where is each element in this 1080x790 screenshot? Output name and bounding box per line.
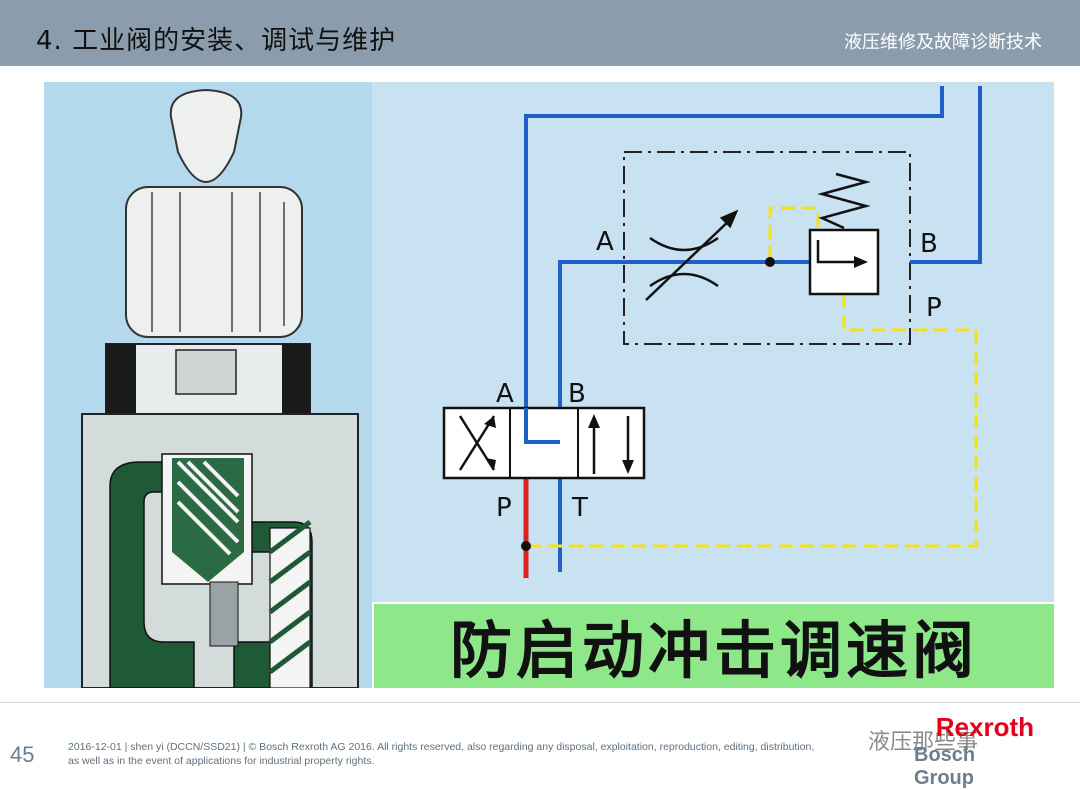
bosch-group-text: Bosch Group <box>914 744 976 789</box>
pressure-compensator <box>808 172 880 296</box>
slide-title: 4. 工业阀的安装、调试与维护 <box>36 26 397 56</box>
port-label-a-valve: A <box>496 379 514 409</box>
schematic-panel <box>372 82 1054 602</box>
brand-logo: Rexroth Bosch Group <box>914 712 1064 789</box>
wechat-watermark: 液压那些事 <box>868 730 979 755</box>
adjustment-knob <box>125 88 303 338</box>
footer-divider <box>0 702 1080 703</box>
valve-enclosure <box>623 151 911 345</box>
port-label-t-valve: T <box>571 493 588 523</box>
rexroth-logo-text: Rexroth <box>935 712 1034 742</box>
caption-box <box>374 604 1054 688</box>
valve-body <box>81 413 359 688</box>
course-title: 液压维修及故障诊断技术 <box>844 32 1042 53</box>
directional-valve <box>442 406 646 480</box>
port-label-a-top: A <box>596 227 614 257</box>
valve-bonnet <box>105 343 311 415</box>
throttle-symbol <box>645 209 739 301</box>
valve-figure: A B P A B P T 防启动冲击调速阀 <box>44 82 1054 688</box>
diagram-caption: 防启动冲击调速阀 <box>450 614 978 687</box>
pilot-line <box>526 206 978 548</box>
port-label-b-valve: B <box>568 379 586 409</box>
port-label-b-top: B <box>920 229 938 259</box>
legal-line-2: as well as in the event of applications … <box>68 755 375 767</box>
port-label-p-top: P <box>926 293 942 323</box>
page-number: 45 <box>10 742 35 767</box>
legal-notice: 2016-12-01 | shen yi (DCCN/SSD21) | © Bo… <box>68 740 888 768</box>
slide-header: 4. 工业阀的安装、调试与维护 液压维修及故障诊断技术 <box>0 0 1080 66</box>
legal-line-1: 2016-12-01 | shen yi (DCCN/SSD21) | © Bo… <box>68 741 815 753</box>
port-label-p-valve: P <box>496 493 512 523</box>
